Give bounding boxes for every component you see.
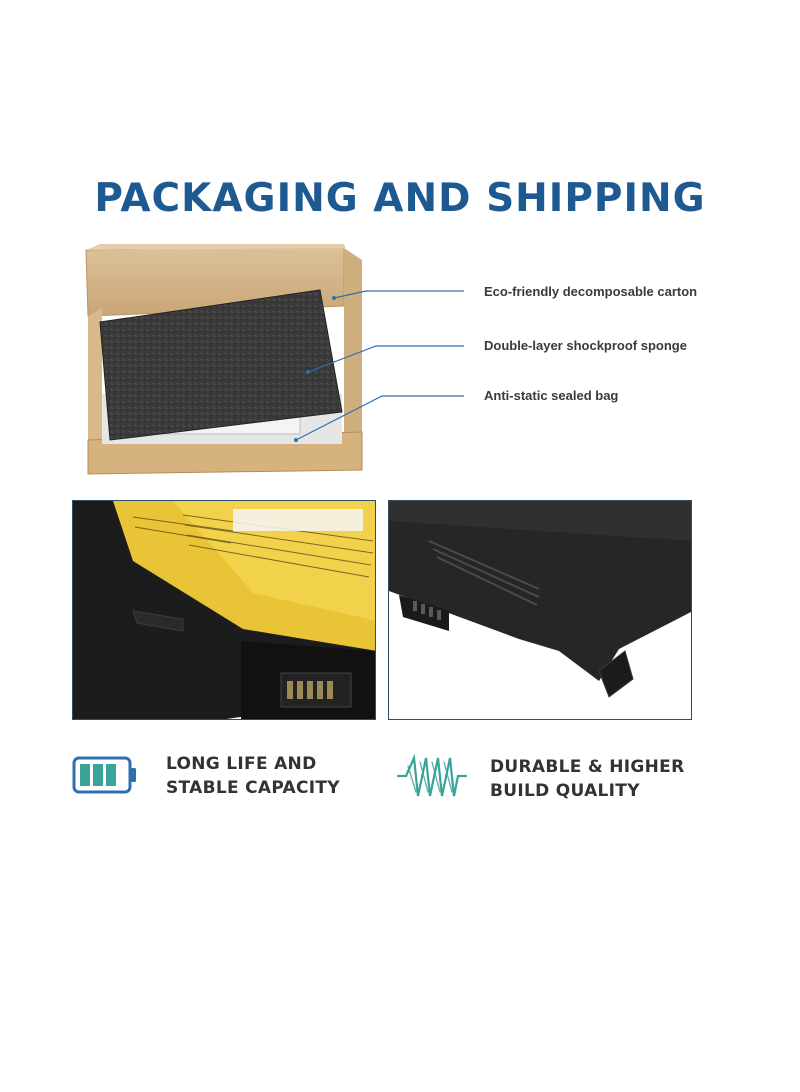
- battery-label-photo: [72, 500, 376, 720]
- page-title: PACKAGING AND SHIPPING: [94, 176, 706, 221]
- spring-coil-icon: [396, 752, 468, 807]
- feature-durable-text: DURABLE & HIGHER BUILD QUALITY: [490, 757, 685, 801]
- packaging-box-image: [80, 244, 370, 476]
- callout-sponge-label: Double-layer shockproof sponge: [484, 338, 687, 353]
- callout-carton-label: Eco-friendly decomposable carton: [484, 284, 698, 299]
- callout-bag-label: Anti-static sealed bag: [484, 388, 619, 403]
- battery-icon: [72, 756, 138, 799]
- feature-long-life-text: LONG LIFE AND STABLE CAPACITY: [166, 754, 340, 798]
- battery-underside-photo: [388, 500, 692, 720]
